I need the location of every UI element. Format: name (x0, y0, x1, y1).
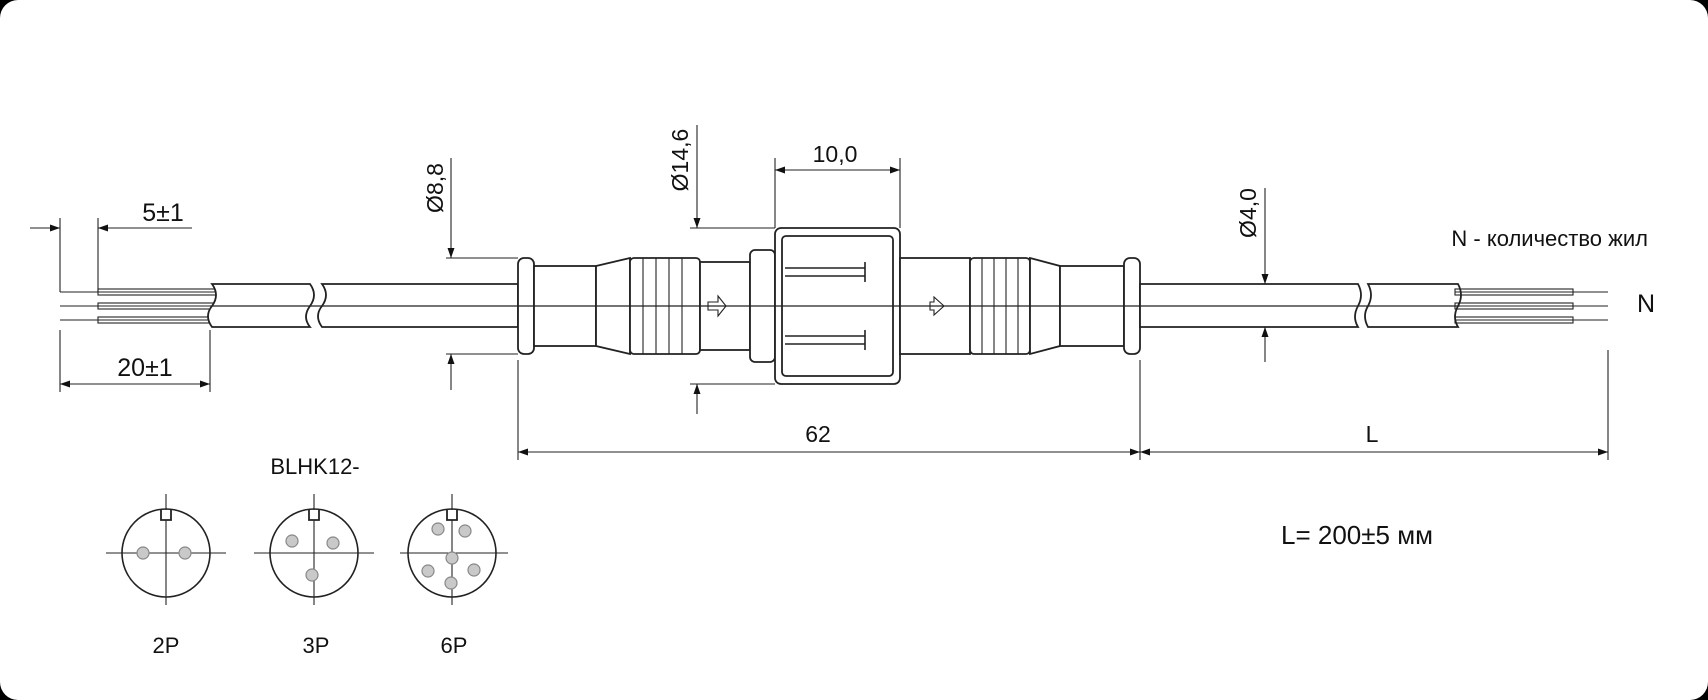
pin (305, 568, 319, 582)
pin (326, 536, 340, 550)
wire-dia-label: Ø4,0 (1235, 188, 1261, 238)
body-dia-label: Ø14,6 (667, 129, 693, 192)
pin (431, 522, 445, 536)
pin (285, 534, 299, 548)
right-wire-ends (1454, 288, 1608, 324)
dimension-body-dia: Ø14,6 (667, 125, 775, 414)
cable-assembly (60, 227, 1608, 385)
cable-dia-label: Ø8,8 (422, 163, 448, 213)
dimension-cable-dia: Ø8,8 (422, 158, 518, 390)
cable-length-label: L (1366, 421, 1379, 447)
pinout-series-label: BLHK12- (270, 454, 359, 479)
cores-marker: N (1637, 290, 1655, 318)
pinout-3p: 3P (254, 494, 374, 658)
length-formula: L= 200±5 мм (1281, 520, 1433, 550)
cores-note: N - количество жил (1451, 226, 1648, 251)
dimension-nut-length: 10,0 (774, 141, 901, 228)
pin (178, 546, 192, 560)
pin (421, 564, 435, 578)
pin (444, 576, 458, 590)
left-wire-ends (60, 288, 217, 324)
strip-length-label: 5±1 (142, 199, 184, 227)
lead-length-label: 20±1 (117, 354, 172, 382)
dimension-wire-dia: Ø4,0 (1235, 188, 1269, 362)
pinout-label-2p: 2P (153, 633, 180, 658)
dimension-cable-length: L (1140, 350, 1609, 460)
pin (136, 546, 150, 560)
dimension-strip: 5±1 (30, 199, 192, 292)
pinout-2p: 2P (106, 494, 226, 658)
nut-length-label: 10,0 (813, 141, 858, 167)
pinout-6p: 6P (400, 494, 508, 658)
dimension-body-length: 62 (517, 360, 1141, 460)
pin (467, 563, 481, 577)
pin (458, 524, 472, 538)
pinout-label-3p: 3P (303, 633, 330, 658)
pinout-section: BLHK12- 2P 3P (106, 454, 508, 658)
dimension-lead: 20±1 (59, 330, 211, 392)
pin (445, 551, 459, 565)
pinout-label-6p: 6P (441, 633, 468, 658)
body-length-label: 62 (805, 421, 831, 447)
